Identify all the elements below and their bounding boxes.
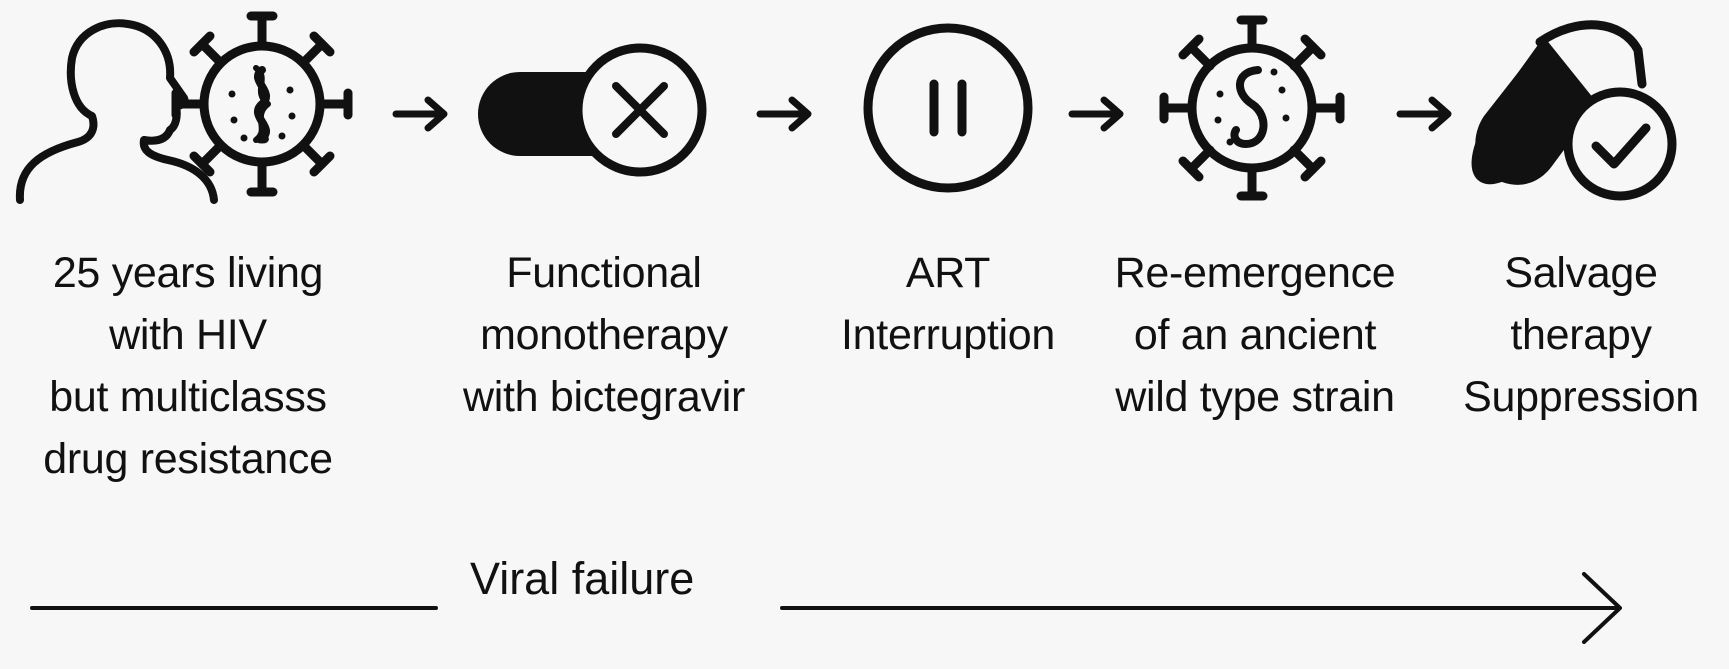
pill-with-check-icon bbox=[1471, 20, 1677, 201]
step-5-label: Salvage therapy Suppression bbox=[1463, 249, 1699, 421]
arrow-4 bbox=[1396, 96, 1452, 132]
pause-icon bbox=[863, 23, 1033, 193]
timeline-arrow bbox=[30, 572, 1622, 644]
arrow-1 bbox=[392, 96, 448, 132]
step-2-label: Functional monotherapy with bictegravir bbox=[463, 249, 745, 421]
arrow-2 bbox=[756, 96, 812, 132]
step-4-label: Re-emergence of an ancient wild type str… bbox=[1114, 249, 1396, 421]
pill-with-cross-icon bbox=[478, 43, 707, 177]
virus-icon bbox=[1159, 15, 1345, 201]
arrow-3 bbox=[1068, 96, 1124, 132]
person-with-virus-icon bbox=[15, 11, 353, 204]
step-3-label: ART Interruption bbox=[841, 249, 1055, 359]
timeline-label: Viral failure bbox=[470, 553, 695, 604]
step-1-label: 25 years living with HIV but multiclasss… bbox=[43, 249, 333, 483]
